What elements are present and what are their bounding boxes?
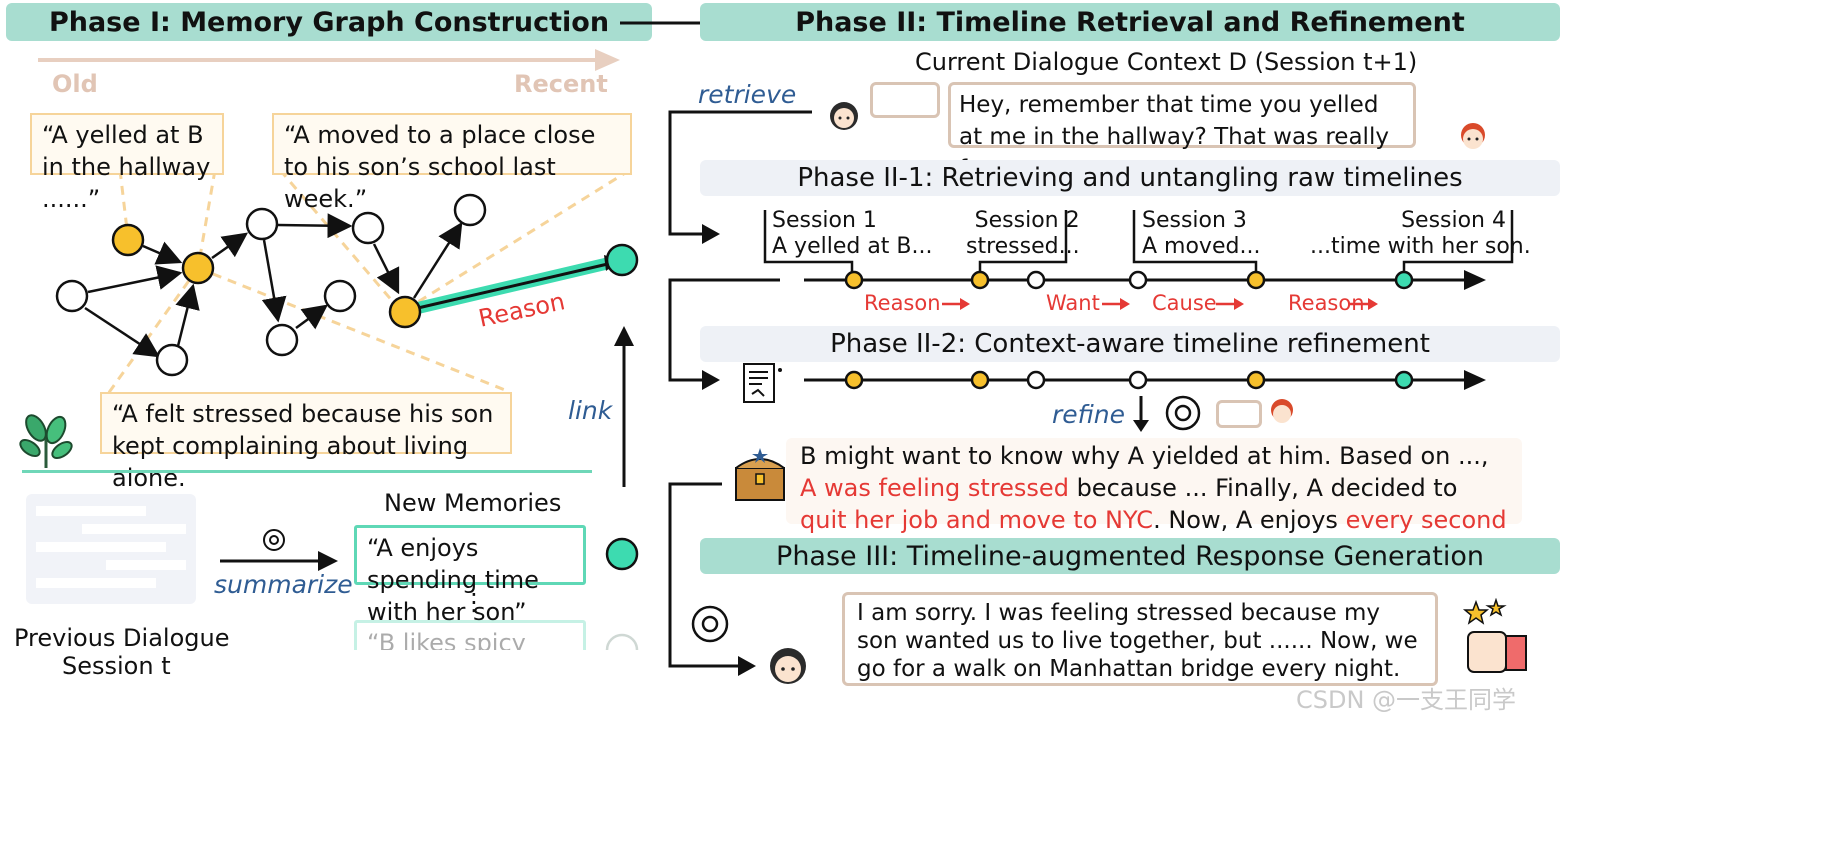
phase1-title: Phase I: Memory Graph Construction bbox=[48, 6, 610, 38]
phase2-title: Phase II: Timeline Retrieval and Refinem… bbox=[795, 6, 1465, 38]
link-label: link bbox=[568, 396, 613, 425]
refine-arrow bbox=[1133, 396, 1149, 432]
relation-cause: Cause bbox=[1152, 291, 1217, 315]
refined-timeline bbox=[804, 370, 1486, 390]
user-message-bubble: Hey, remember that time you yelled at me… bbox=[948, 82, 1416, 182]
phase1-banner: Phase I: Memory Graph Construction bbox=[6, 3, 652, 41]
summary-part-3: . Now, A enjoys bbox=[1153, 506, 1346, 534]
refined-summary-box: B might want to know why A yielded at hi… bbox=[786, 438, 1522, 566]
session-4-text: ...time with her son. bbox=[1310, 234, 1531, 259]
refine-label: refine bbox=[1052, 400, 1126, 429]
document-icon bbox=[743, 363, 782, 403]
empty-speech-bubble bbox=[870, 82, 940, 118]
phase2-1-banner: Phase II-1: Retrieving and untangling ra… bbox=[700, 160, 1560, 196]
relation-reason-1: Reason bbox=[864, 291, 941, 315]
openai-icon-refine bbox=[1165, 395, 1201, 431]
old-label: Old bbox=[52, 70, 98, 98]
session-brackets bbox=[763, 210, 1514, 278]
phase2-2-banner: Phase II-2: Context-aware timeline refin… bbox=[700, 326, 1560, 362]
new-memories-label: New Memories bbox=[384, 489, 562, 517]
thumbs-up-stars-icon bbox=[1462, 598, 1527, 673]
session-4-name: Session 4 bbox=[1401, 208, 1506, 233]
plant-icon bbox=[19, 414, 73, 468]
treasure-chest-icon bbox=[735, 448, 785, 501]
link-arrow bbox=[614, 326, 634, 487]
user-avatar-boy-icon bbox=[1461, 123, 1485, 149]
retrieve-flow-lines bbox=[668, 110, 812, 676]
ground-line bbox=[22, 470, 592, 473]
user-avatar-girl-icon bbox=[830, 102, 858, 130]
previous-dialogue-doc bbox=[26, 494, 196, 604]
session-2-name: Session 2 bbox=[974, 208, 1080, 233]
phase2-1-title: Phase II-1: Retrieving and untangling ra… bbox=[797, 163, 1463, 193]
session-1: Session 1 A yelled at B... bbox=[772, 208, 933, 260]
memory-node-faded bbox=[605, 633, 639, 650]
quote-moved: “A moved to a place close to his son’s s… bbox=[272, 113, 632, 213]
session-1-name: Session 1 bbox=[772, 208, 877, 233]
raw-timeline bbox=[804, 270, 1486, 290]
session-3-text: A moved... bbox=[1142, 234, 1261, 259]
summary-part-2: because ... Finally, A decided to bbox=[1068, 474, 1458, 502]
retrieve-label: retrieve bbox=[698, 80, 797, 109]
refine-empty-bubble bbox=[1216, 400, 1262, 428]
openai-icon-response bbox=[691, 605, 729, 643]
summarize-arrow bbox=[220, 551, 338, 571]
watermark: CSDN @一支王同学 bbox=[1296, 686, 1517, 714]
dialogue-context-label: Current Dialogue Context D (Session t+1) bbox=[915, 48, 1418, 76]
memory-dots: ⋮ bbox=[462, 588, 486, 616]
summary-highlight-1: A was feeling stressed bbox=[800, 474, 1069, 502]
session-2-text: stressed... bbox=[966, 234, 1080, 259]
response-bubble: I am sorry. I was feeling stressed becau… bbox=[842, 592, 1438, 686]
summary-highlight-2: quit her job and move to NYC bbox=[800, 506, 1154, 534]
phase2-banner: Phase II: Timeline Retrieval and Refinem… bbox=[700, 3, 1560, 41]
response-avatar-girl-icon bbox=[770, 648, 806, 684]
phase2-2-title: Phase II-2: Context-aware timeline refin… bbox=[830, 329, 1430, 359]
openai-icon-summarize bbox=[263, 529, 285, 551]
quote-stressed: “A felt stressed because his son kept co… bbox=[100, 392, 512, 492]
memory-graph bbox=[55, 168, 639, 399]
relation-arrows bbox=[942, 298, 1378, 310]
phase3-banner: Phase III: Timeline-augmented Response G… bbox=[700, 538, 1560, 574]
memory-node-green bbox=[605, 537, 639, 571]
summary-part-1: B might want to know why A yielded at hi… bbox=[800, 442, 1489, 470]
session-3-name: Session 3 bbox=[1142, 208, 1247, 233]
relation-want: Want bbox=[1046, 291, 1100, 315]
memory-box-2-fade: “B likes spicy food bbox=[354, 620, 586, 650]
prev-session-line2: Session t bbox=[62, 652, 171, 680]
session-3: Session 3 A moved... bbox=[1142, 208, 1260, 260]
session-4: Session 4 ...time with her son. bbox=[1310, 208, 1531, 260]
quote-yelled: “A yelled at B in the hallway ......” bbox=[30, 113, 224, 213]
session-1-text: A yelled at B... bbox=[772, 234, 933, 259]
memory-box-2: “B likes spicy food bbox=[354, 620, 586, 650]
recent-label: Recent bbox=[514, 70, 608, 98]
memory-box-1: “A enjoys spending time with her son” bbox=[354, 525, 586, 626]
phase3-title: Phase III: Timeline-augmented Response G… bbox=[776, 540, 1484, 572]
prev-session-line1: Previous Dialogue bbox=[14, 624, 230, 652]
time-axis-arrow bbox=[38, 49, 620, 71]
refine-avatar-boy-icon bbox=[1271, 399, 1293, 423]
session-2: Session 2 stressed... bbox=[966, 208, 1080, 260]
summarize-label: summarize bbox=[214, 570, 353, 599]
